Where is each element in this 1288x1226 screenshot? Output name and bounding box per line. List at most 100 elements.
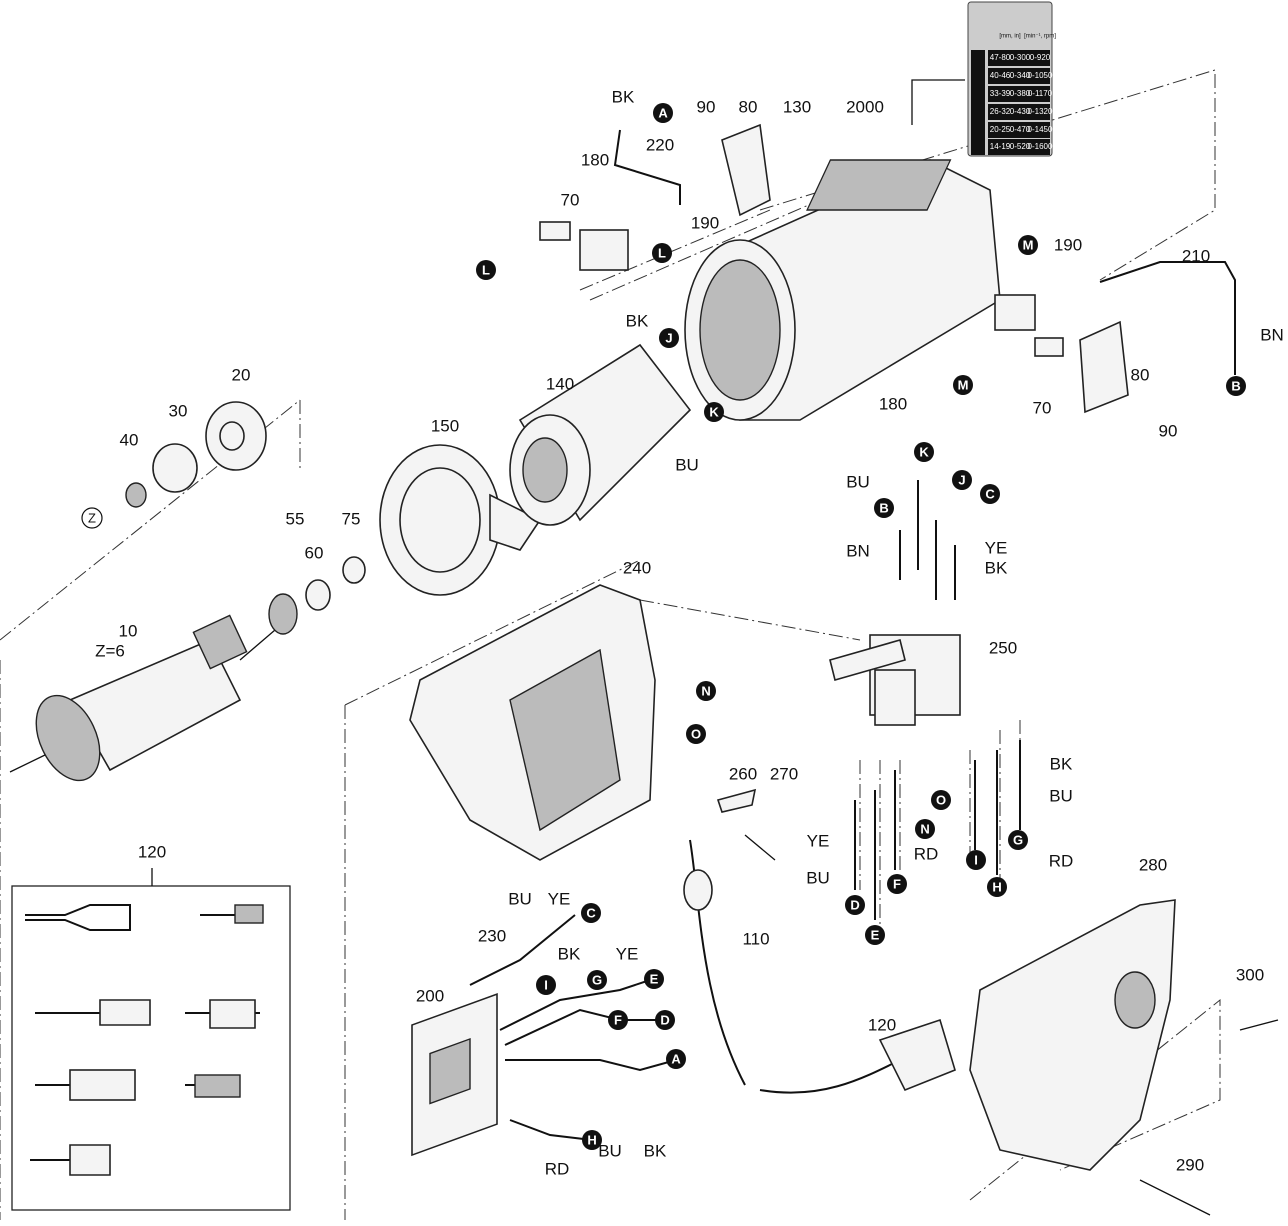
svg-text:20-25: 20-25 [990, 125, 1011, 134]
wire-label: BN [846, 541, 870, 560]
part-label: 150 [431, 416, 459, 435]
callout-marker: L [652, 243, 672, 263]
part-label: 70 [561, 190, 580, 209]
part-label: 230 [478, 926, 506, 945]
callout-marker: E [865, 925, 885, 945]
wire-label: BK [612, 87, 635, 106]
wire-label: YE [616, 944, 639, 963]
part-label: 120 [868, 1015, 896, 1034]
callout-marker-outline: Z [81, 507, 103, 529]
part-label: 120 [138, 842, 166, 861]
svg-text:D: D [850, 898, 859, 913]
svg-text:I: I [974, 853, 978, 868]
svg-text:C: C [985, 487, 995, 502]
part-label: 180 [581, 150, 609, 169]
wire-label: RD [545, 1159, 570, 1178]
part-label: 240 [623, 558, 651, 577]
part-label: 90 [1159, 421, 1178, 440]
svg-text:D: D [660, 1013, 669, 1028]
svg-text:I: I [544, 978, 548, 993]
wire-label: BK [1050, 754, 1073, 773]
svg-text:0-340: 0-340 [1010, 71, 1031, 80]
part-label: 200 [416, 986, 444, 1005]
stator [509, 343, 692, 526]
part-label: 220 [646, 135, 674, 154]
part-label: 75 [342, 509, 361, 528]
brush-holders [539, 123, 1236, 414]
callout-marker: K [914, 442, 934, 462]
part-label: 130 [783, 97, 811, 116]
gear-housing [409, 584, 656, 861]
svg-text:M: M [1023, 238, 1034, 253]
armature [9, 614, 276, 782]
svg-text:F: F [614, 1013, 622, 1028]
wire-label: BU [846, 472, 870, 491]
part-number-labels: 2000 130 80 90 220 180 70 190 190 210 80… [95, 97, 1264, 1174]
svg-text:0-920: 0-920 [1030, 53, 1051, 62]
callout-marker: B [874, 498, 894, 518]
switch-wires [854, 480, 1021, 920]
wire-label: BU [508, 889, 532, 908]
callout-marker: L [476, 260, 496, 280]
svg-text:0-1320: 0-1320 [1028, 107, 1053, 116]
wire-label: BK [626, 311, 649, 330]
callout-marker: I [966, 850, 986, 870]
part-label: 60 [305, 543, 324, 562]
part-label: 190 [691, 213, 719, 232]
svg-text:L: L [658, 246, 666, 261]
callout-marker: C [581, 903, 601, 923]
svg-text:0-300: 0-300 [1010, 53, 1031, 62]
motor-housing [684, 159, 1001, 421]
wire-label: BU [806, 868, 830, 887]
svg-text:0-380: 0-380 [1010, 89, 1031, 98]
svg-text:F: F [893, 877, 901, 892]
part-label: 110 [742, 929, 769, 948]
bearings [125, 401, 366, 635]
part-label: 210 [1182, 246, 1210, 265]
part-label: 2000 [846, 97, 884, 116]
part-label: 270 [770, 764, 798, 783]
wire-label: YE [807, 831, 830, 850]
callout-marker: B [1226, 376, 1246, 396]
svg-text:K: K [709, 405, 719, 420]
switch [829, 634, 961, 726]
svg-text:0-1170: 0-1170 [1028, 89, 1053, 98]
callout-marker: A [666, 1049, 686, 1069]
callout-marker: N [696, 681, 716, 701]
callout-marker: J [659, 328, 679, 348]
callout-marker: N [915, 819, 935, 839]
part-label: 10 [119, 621, 138, 640]
speed-unit: [min⁻¹, rpm] [1024, 34, 1056, 40]
svg-text:M: M [958, 378, 969, 393]
svg-text:G: G [592, 973, 602, 988]
svg-text:33-39: 33-39 [990, 89, 1011, 98]
svg-text:E: E [871, 928, 880, 943]
svg-text:N: N [920, 822, 929, 837]
svg-text:C: C [586, 906, 596, 921]
part-label: 30 [169, 401, 188, 420]
svg-text:B: B [1231, 379, 1240, 394]
wire-label: RD [1049, 851, 1074, 870]
callout-marker: G [1008, 830, 1028, 850]
svg-text:0-1450: 0-1450 [1028, 125, 1053, 134]
callout-marker: J [952, 470, 972, 490]
part-label: 180 [879, 394, 907, 413]
svg-text:0-1600: 0-1600 [1028, 142, 1053, 151]
svg-text:K: K [919, 445, 929, 460]
svg-text:26-32: 26-32 [990, 107, 1011, 116]
part-label: 80 [739, 97, 758, 116]
callout-marker: M [953, 375, 973, 395]
wire-label: YE [548, 889, 571, 908]
wire-color-labels: BK BK BU BN BU BN YE BK BK BU RD RD YE B… [508, 87, 1284, 1178]
svg-text:B: B [879, 501, 888, 516]
part-label: 190 [1054, 235, 1082, 254]
part-label: 80 [1131, 365, 1150, 384]
callout-marker: D [845, 895, 865, 915]
power-cord [683, 788, 956, 1094]
callout-marker: G [587, 970, 607, 990]
brush-plate [411, 914, 677, 1157]
